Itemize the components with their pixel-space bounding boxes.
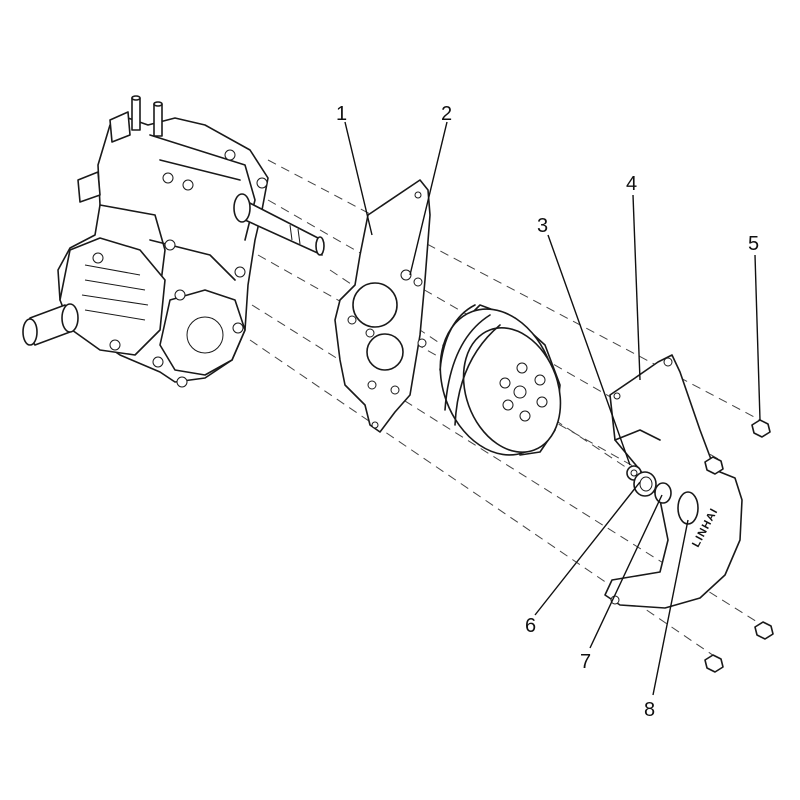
leader-lines: [344, 121, 761, 696]
callout-8: 8: [644, 699, 655, 721]
gearbox-assembly: [22, 95, 325, 388]
mounting-plate: [334, 179, 431, 433]
callout-5: 5: [748, 233, 759, 255]
callout-7: 7: [580, 651, 591, 673]
callout-3: 3: [537, 215, 548, 237]
bolts: [704, 419, 774, 673]
callout-labels: 1 2 3 4 5 6 7 8: [336, 103, 759, 721]
callout-6: 6: [525, 615, 536, 637]
callout-1: 1: [336, 103, 347, 125]
pulley-drum: [439, 304, 562, 456]
cover-bracket: LINHAI: [604, 354, 743, 609]
callout-2: 2: [441, 103, 452, 125]
callout-4: 4: [626, 173, 637, 195]
small-parts: [626, 465, 672, 504]
